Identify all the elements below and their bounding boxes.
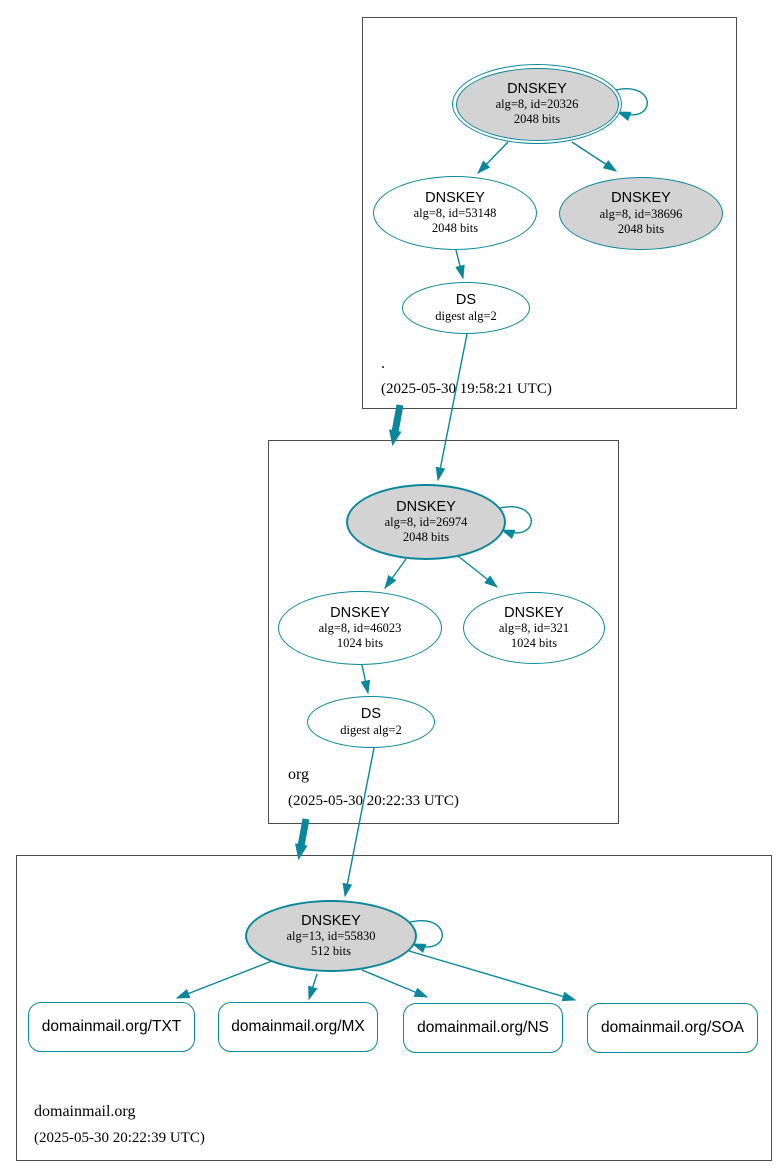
zone-name: domainmail.org bbox=[34, 1103, 136, 1120]
node-title: DS bbox=[360, 706, 382, 723]
node-alg-id: alg=8, id=53148 bbox=[413, 206, 497, 221]
node-bits: 1024 bits bbox=[336, 636, 384, 651]
dnskey-ksk-20326[interactable]: DNSKEY alg=8, id=20326 2048 bits bbox=[452, 64, 622, 144]
node-title: DNSKEY bbox=[425, 189, 485, 206]
rrset-domainmail-org-txt[interactable]: domainmail.org/TXT bbox=[28, 1002, 195, 1052]
rrset-domainmail-org-soa[interactable]: domainmail.org/SOA bbox=[587, 1003, 758, 1053]
rrset-label: domainmail.org/TXT bbox=[41, 1018, 182, 1035]
dnskey-ksk-20326-inner: DNSKEY alg=8, id=20326 2048 bits bbox=[455, 67, 619, 141]
dnskey-ksk-55830[interactable]: DNSKEY alg=13, id=55830 512 bits bbox=[245, 900, 417, 972]
rrset-domainmail-org-ns[interactable]: domainmail.org/NS bbox=[403, 1003, 563, 1053]
dnskey-321[interactable]: DNSKEY alg=8, id=321 1024 bits bbox=[463, 592, 605, 664]
node-bits: 2048 bits bbox=[402, 530, 450, 545]
delegation-arrow-root-to-org bbox=[388, 404, 404, 447]
ds-org[interactable]: DS digest alg=2 bbox=[307, 696, 435, 748]
rrset-label: domainmail.org/SOA bbox=[600, 1019, 744, 1036]
node-bits: 2048 bits bbox=[431, 221, 479, 236]
dnskey-38696[interactable]: DNSKEY alg=8, id=38696 2048 bits bbox=[559, 177, 723, 250]
rrset-domainmail-org-mx[interactable]: domainmail.org/MX bbox=[218, 1002, 378, 1052]
node-title: DS bbox=[455, 292, 477, 309]
node-title: DNSKEY bbox=[396, 498, 456, 515]
node-title: DNSKEY bbox=[507, 80, 567, 97]
node-title: DNSKEY bbox=[611, 190, 671, 207]
ds-root[interactable]: DS digest alg=2 bbox=[402, 282, 530, 334]
zone-box-domainmail-org: domainmail.org (2025-05-30 20:22:39 UTC) bbox=[16, 855, 772, 1161]
zone-timestamp: (2025-05-30 19:58:21 UTC) bbox=[381, 381, 552, 397]
dnskey-zsk-46023[interactable]: DNSKEY alg=8, id=46023 1024 bits bbox=[278, 591, 442, 665]
node-alg-id: alg=8, id=26974 bbox=[384, 515, 468, 530]
node-bits: 512 bits bbox=[311, 944, 351, 959]
node-bits: 1024 bits bbox=[510, 636, 558, 651]
zone-name: . bbox=[381, 355, 385, 372]
node-alg-id: alg=8, id=20326 bbox=[495, 97, 579, 112]
dnskey-zsk-53148[interactable]: DNSKEY alg=8, id=53148 2048 bits bbox=[373, 176, 537, 250]
node-alg-id: alg=8, id=46023 bbox=[318, 621, 402, 636]
zone-timestamp: (2025-05-30 20:22:33 UTC) bbox=[288, 793, 459, 809]
zone-name: org bbox=[288, 766, 310, 783]
node-title: DNSKEY bbox=[330, 604, 390, 621]
rrset-label: domainmail.org/MX bbox=[231, 1018, 365, 1035]
zone-timestamp: (2025-05-30 20:22:39 UTC) bbox=[34, 1130, 205, 1146]
node-alg-id: alg=8, id=321 bbox=[498, 621, 570, 636]
node-bits: 2048 bits bbox=[513, 112, 561, 127]
node-bits: 2048 bits bbox=[617, 221, 665, 236]
dnskey-ksk-26974[interactable]: DNSKEY alg=8, id=26974 2048 bits bbox=[346, 484, 506, 560]
node-title: DNSKEY bbox=[301, 912, 361, 929]
node-digest: digest alg=2 bbox=[340, 722, 402, 737]
node-alg-id: alg=8, id=38696 bbox=[599, 206, 683, 221]
rrset-label: domainmail.org/NS bbox=[417, 1019, 549, 1036]
node-digest: digest alg=2 bbox=[435, 308, 497, 323]
node-title: DNSKEY bbox=[504, 604, 564, 621]
node-alg-id: alg=13, id=55830 bbox=[286, 929, 376, 944]
